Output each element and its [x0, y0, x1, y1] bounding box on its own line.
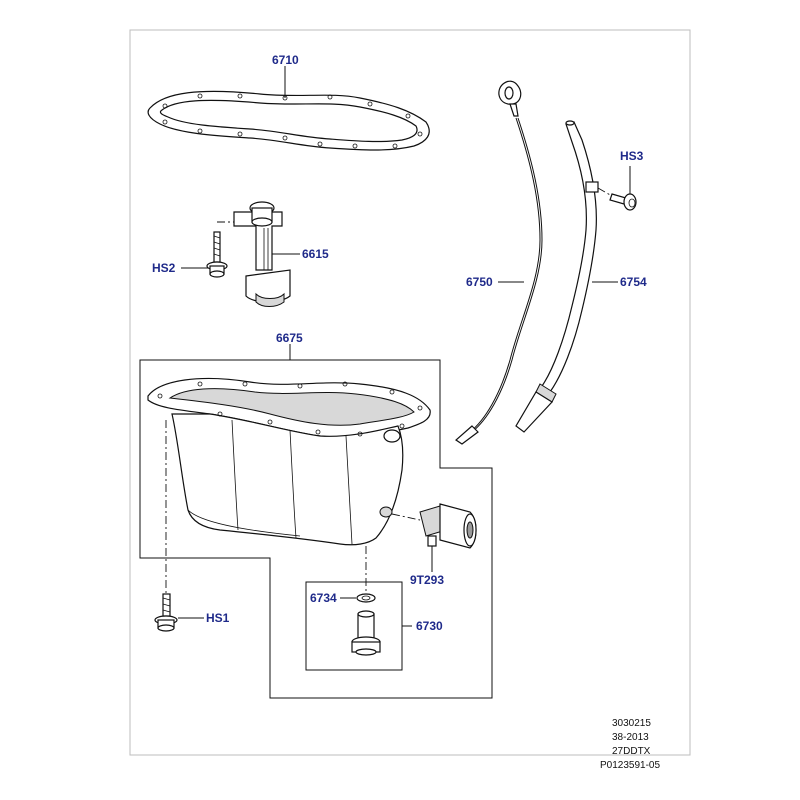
oil-dipstick-tube[interactable]	[515, 120, 599, 433]
ref-line-1: 3030215	[612, 718, 651, 729]
oil-pan[interactable]	[147, 377, 431, 546]
diagram-frame	[129, 29, 691, 756]
bolt-hs1[interactable]	[154, 593, 178, 632]
callout-hs2: HS2	[152, 261, 176, 275]
ref-line-2: 38-2013	[612, 732, 649, 743]
callout-6675: 6675	[276, 331, 303, 345]
callout-6730: 6730	[416, 619, 443, 633]
callout-hs1: HS1	[206, 611, 230, 625]
oil-pickup-tube[interactable]	[233, 201, 291, 307]
bolt-hs2[interactable]	[206, 231, 228, 278]
callout-9t293: 9T293	[410, 573, 444, 587]
oil-pan-gasket[interactable]	[147, 90, 430, 151]
ref-line-3: 27DDTX	[612, 746, 651, 757]
washer-6734[interactable]	[356, 593, 376, 603]
bolt-hs3[interactable]	[609, 193, 637, 211]
ref-line-4: P0123591-05	[600, 760, 660, 771]
callout-hs3: HS3	[620, 149, 644, 163]
callout-6615: 6615	[302, 247, 329, 261]
callout-6750: 6750	[466, 275, 493, 289]
callout-6710: 6710	[272, 53, 299, 67]
oil-dipstick[interactable]	[455, 80, 543, 445]
oil-level-sensor[interactable]	[419, 503, 477, 549]
oil-pan-group-bracket	[139, 359, 493, 699]
drain-plug[interactable]	[351, 610, 381, 656]
callout-6754: 6754	[620, 275, 647, 289]
callout-6734: 6734	[310, 591, 337, 605]
